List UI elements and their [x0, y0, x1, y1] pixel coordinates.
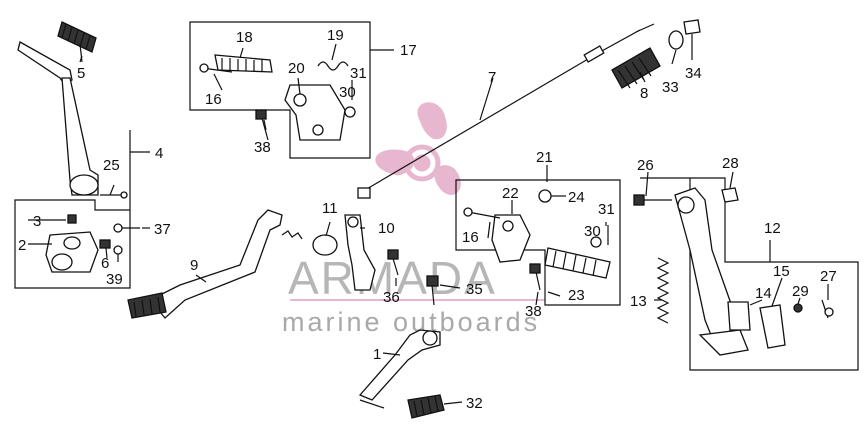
spring-3 — [67, 214, 77, 224]
callout-13: 13 — [630, 293, 647, 310]
callout-17: 17 — [400, 42, 417, 59]
callout-38-top: 38 — [254, 139, 271, 156]
watermark-brand: ARMADA — [288, 252, 497, 304]
callout-23: 23 — [568, 287, 585, 304]
bolt-38b — [529, 263, 541, 291]
kick-starter-arm — [17, 41, 99, 196]
side-stand-12 — [674, 187, 749, 356]
spring-24 — [538, 189, 552, 203]
bolt-36 — [387, 249, 399, 276]
callout-18: 18 — [236, 29, 253, 46]
pin-16 — [199, 63, 233, 73]
brake-cable-7 — [357, 23, 655, 199]
group-box-23 — [455, 179, 621, 306]
callout-35: 35 — [466, 281, 483, 298]
callout-16-top: 16 — [205, 91, 222, 108]
shift-lever-1 — [358, 329, 441, 409]
callout-11: 11 — [322, 200, 338, 217]
nut-28 — [721, 187, 739, 203]
callout-34: 34 — [685, 65, 702, 82]
callout-20: 20 — [288, 60, 305, 77]
callout-27: 27 — [820, 268, 837, 285]
watermark-tagline: marine outboards — [282, 307, 540, 337]
bracket-22 — [491, 214, 531, 263]
bolt-27 — [821, 299, 834, 319]
callout-33: 33 — [662, 79, 679, 96]
spring-13 — [656, 257, 670, 324]
leader-lines — [28, 34, 829, 405]
footpeg-18 — [214, 54, 273, 73]
callout-38-right: 38 — [525, 303, 542, 320]
callout-3: 3 — [33, 213, 41, 230]
callout-29: 29 — [792, 283, 809, 300]
callout-5: 5 — [77, 65, 85, 82]
brake-pedal-9 — [127, 209, 283, 319]
arm-10 — [344, 214, 376, 291]
callout-24: 24 — [568, 189, 585, 206]
callout-7: 7 — [488, 69, 496, 86]
kick-rubber-5 — [57, 21, 97, 53]
bolt-38 — [255, 109, 269, 141]
spring-8 — [611, 47, 661, 89]
washer-33 — [668, 30, 684, 50]
pin-16b — [463, 207, 501, 219]
callout-39: 39 — [106, 271, 123, 288]
plate-15 — [759, 304, 786, 349]
bracket-20 — [284, 84, 346, 141]
callout-6: 6 — [101, 255, 109, 272]
bolt-35 — [426, 275, 439, 306]
nut-29 — [793, 303, 803, 313]
arm-joint-2 — [45, 231, 99, 273]
callout-32: 32 — [466, 395, 483, 412]
spring-pin — [281, 230, 303, 240]
callout-21: 21 — [536, 149, 553, 166]
cap-34 — [683, 19, 701, 35]
callout-labels: 1 2 3 4 5 6 7 8 9 10 11 12 13 14 15 16 1… — [18, 27, 837, 412]
callout-22: 22 — [502, 185, 519, 202]
callout-2: 2 — [18, 237, 26, 254]
armada-logo-icon — [375, 102, 461, 195]
callout-26: 26 — [637, 157, 654, 174]
callout-9: 9 — [190, 257, 198, 274]
callout-1: 1 — [373, 346, 381, 363]
group-box-17 — [189, 21, 394, 159]
footpeg-right — [544, 247, 611, 279]
callout-8: 8 — [640, 85, 648, 102]
washer-30 — [344, 106, 356, 118]
callout-30-top: 30 — [339, 84, 356, 101]
callout-37: 37 — [154, 221, 171, 238]
callout-16-right: 16 — [462, 229, 479, 246]
bolt-37 — [113, 223, 140, 233]
callout-31-right: 31 — [598, 201, 615, 218]
callout-30-right: 30 — [584, 223, 601, 240]
shift-rubber-32 — [407, 394, 445, 419]
bolt-6 — [99, 239, 111, 249]
callout-28: 28 — [722, 155, 739, 172]
clip-11 — [312, 234, 338, 256]
spring-19 — [317, 61, 349, 71]
bolt-26 — [633, 194, 672, 206]
callout-14: 14 — [755, 285, 772, 302]
bolt-39 — [113, 245, 123, 255]
callout-15: 15 — [773, 263, 790, 280]
callout-19: 19 — [327, 27, 344, 44]
washer-30b — [590, 236, 602, 248]
callout-4: 4 — [155, 145, 163, 162]
callout-12: 12 — [764, 220, 781, 237]
callout-10: 10 — [378, 220, 395, 237]
bracket-14 — [727, 301, 751, 331]
group-box-4 — [14, 130, 150, 289]
callout-31-top: 31 — [350, 65, 367, 82]
callout-36: 36 — [383, 289, 400, 306]
callout-25: 25 — [103, 157, 120, 174]
bolt-25 — [100, 191, 128, 199]
group-box-12 — [640, 177, 859, 371]
